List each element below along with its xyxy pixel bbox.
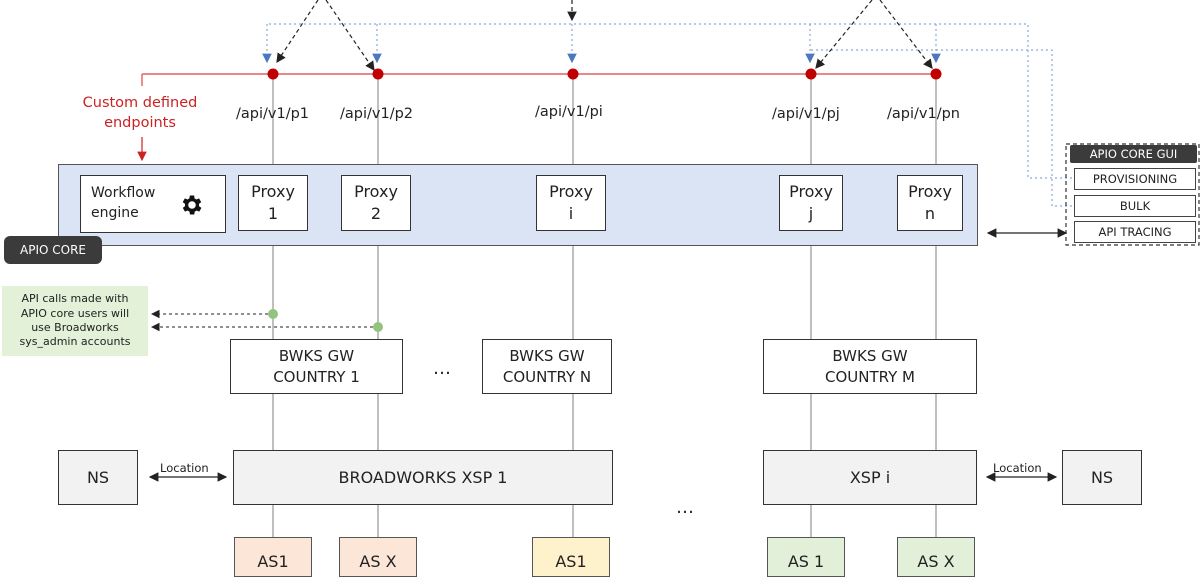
proxy-i-label: Proxy i [549,182,593,223]
bwks-gw-country-n-label: BWKS GW COUNTRY N [502,347,592,386]
bwks-gw-country-1: BWKS GW COUNTRY 1 [230,339,403,394]
workflow-engine[interactable]: Workflow engine [80,175,226,233]
proxy-n-label: Proxy n [908,182,952,223]
as-box-4: AS 1 [767,537,845,577]
sys-admin-note-text: API calls made with APIO core users will… [19,292,131,349]
tap-points [150,309,383,332]
bwks-gw-country-n: BWKS GW COUNTRY N [482,339,612,394]
proxy-2-label: Proxy 2 [354,182,398,223]
proxy-1[interactable]: Proxy 1 [238,175,308,231]
api-tracing-button[interactable]: API TRACING [1074,221,1196,243]
proxy-i[interactable]: Proxy i [536,175,606,231]
endpoint-p2: /api/v1/p2 [340,106,414,122]
gateway-ellipsis: … [433,358,453,379]
as-box-2: AS X [339,537,417,577]
endpoint-pn: /api/v1/pn [887,106,960,122]
gear-icon [179,192,205,224]
location-label-left: Location [160,461,209,475]
bwks-gw-country-m: BWKS GW COUNTRY M [763,339,977,394]
apio-core-tag: APIO CORE [4,236,102,264]
endpoint-p1: /api/v1/p1 [236,106,310,122]
xsp-ellipsis: … [676,497,696,518]
as-box-5: AS X [897,537,975,577]
bulk-button[interactable]: BULK [1074,195,1196,217]
proxy-j[interactable]: Proxy j [779,175,843,231]
workflow-engine-label: Workflow engine [91,185,156,221]
xsp-i: XSP i [763,450,977,505]
endpoint-dots [267,68,942,80]
proxy-2[interactable]: Proxy 2 [341,175,411,231]
gui-feed-lines [262,23,1072,207]
broadworks-xsp-1: BROADWORKS XSP 1 [233,450,613,505]
bwks-gw-country-1-label: BWKS GW COUNTRY 1 [273,347,360,386]
bwks-gw-country-m-label: BWKS GW COUNTRY M [825,347,915,386]
ns-left: NS [58,450,138,505]
proxy-n[interactable]: Proxy n [897,175,963,231]
endpoint-pj: /api/v1/pj [772,106,840,122]
as-box-3: AS1 [532,537,610,577]
gui-panel-border [1065,143,1200,246]
incoming-arrows [276,0,933,71]
apio-core-gui-title: APIO CORE GUI [1070,145,1197,163]
custom-endpoints-label: Custom defined endpoints [82,95,198,131]
sys-admin-note: API calls made with APIO core users will… [2,286,148,356]
proxy-j-label: Proxy j [789,182,833,223]
proxy-1-label: Proxy 1 [251,182,295,223]
endpoint-pi: /api/v1/pi [535,104,603,120]
location-label-right: Location [993,461,1042,475]
ns-right: NS [1062,450,1142,505]
as-box-1: AS1 [234,537,312,577]
provisioning-button[interactable]: PROVISIONING [1074,168,1196,190]
